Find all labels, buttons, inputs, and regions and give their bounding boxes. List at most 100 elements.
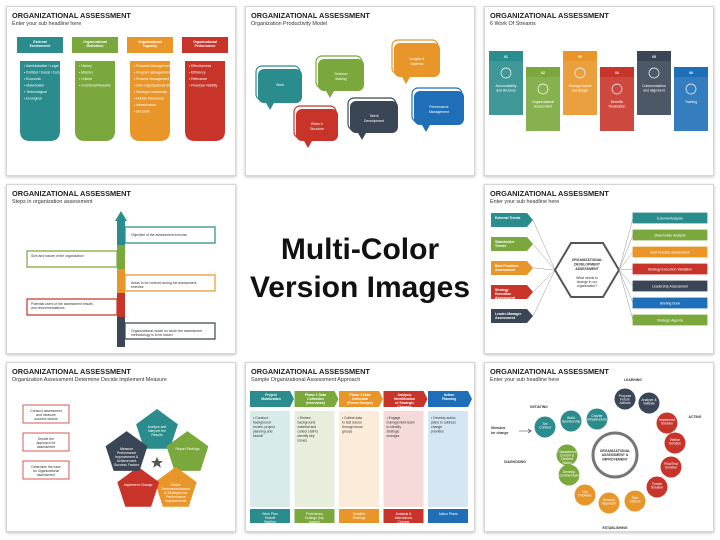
- column-header: [182, 37, 228, 53]
- stage-label: INITIATING: [530, 405, 548, 409]
- column-item: • Political / Social / Cultural: [24, 71, 65, 75]
- cycle-node: [660, 456, 682, 478]
- slide-title: ORGANIZATIONAL ASSESSMENT: [251, 367, 370, 376]
- step-box: [124, 226, 216, 244]
- star-icon: [151, 457, 163, 468]
- left-arrow: [491, 309, 533, 323]
- stage-label: ACTING: [689, 415, 702, 419]
- connector: [618, 269, 634, 287]
- column-item: • Effectiveness: [189, 64, 212, 68]
- column-item: • Relevance: [189, 77, 207, 81]
- step-label: Organizational model on which the assess…: [131, 329, 202, 337]
- stream-tab: [637, 51, 671, 61]
- right-label: External Analysis: [657, 217, 683, 221]
- slide-subtitle: Enter your sub headline here: [490, 377, 560, 383]
- stream-body: [526, 77, 560, 131]
- stream-tab: [526, 67, 560, 77]
- column-body: [130, 61, 170, 141]
- column-item: • Strategic Leadership: [134, 90, 167, 94]
- phase-body: [294, 411, 335, 507]
- stream-number: 03: [578, 55, 582, 59]
- phase-footer: [250, 509, 290, 523]
- caption-line-2: Version Images: [249, 271, 471, 304]
- stream-number: 04: [615, 71, 619, 75]
- slide-thumb-phases[interactable]: ORGANIZATIONAL ASSESSMENT Sample Organiz…: [245, 362, 475, 532]
- stream-body: [600, 77, 634, 131]
- slide-title: ORGANIZATIONAL ASSESSMENT: [12, 189, 131, 198]
- cycle-node-label: Analyze &Validate: [641, 398, 657, 406]
- cycle-node: [586, 408, 608, 430]
- steps-diagram: Objective of the assessment exerciseSize…: [26, 211, 216, 347]
- right-label: Briefing Book: [660, 302, 680, 306]
- left-arrow: [491, 285, 533, 299]
- stream-tab: [563, 51, 597, 61]
- column-item: • Financial Management: [134, 64, 170, 68]
- column-item: • Program Management: [134, 71, 170, 75]
- slide-thumb-bubbles[interactable]: ORGANIZATIONAL ASSESSMENT Organization P…: [245, 6, 475, 176]
- slide-thumb-cycle[interactable]: ORGANIZATIONAL ASSESSMENT Enter your sub…: [484, 362, 714, 532]
- phase-footer: [294, 509, 335, 523]
- pentagon: [117, 466, 160, 507]
- stream-number: 06: [689, 71, 693, 75]
- right-box-fill: [633, 264, 707, 274]
- slide-subtitle: Steps in organization assessment: [12, 199, 93, 205]
- column-body: [75, 61, 115, 141]
- connector: [618, 268, 634, 271]
- left-arrow: [491, 213, 533, 227]
- slide-thumb-columns[interactable]: ORGANIZATIONAL ASSESSMENT Enter your sub…: [6, 6, 236, 176]
- slide-thumb-pentagons[interactable]: ORGANIZATIONAL ASSESSMENT Organization A…: [6, 362, 236, 532]
- hub-circle: [591, 431, 639, 479]
- stream-tab: [674, 67, 708, 77]
- bubble: [394, 43, 440, 77]
- stream-icon: [537, 83, 549, 95]
- phase-body: [339, 411, 379, 507]
- stream-icon: [685, 83, 697, 95]
- stream-label: Training: [685, 100, 697, 104]
- cycle-node: [560, 410, 582, 432]
- connector: [532, 269, 556, 293]
- left-label: External Trends: [495, 216, 521, 220]
- slide-title: ORGANIZATIONAL ASSESSMENT: [490, 189, 609, 198]
- column-item: • Economic: [24, 77, 41, 81]
- right-label: Strategic Agenda: [657, 319, 683, 323]
- slide-thumb-hexagon[interactable]: ORGANIZATIONAL ASSESSMENT Enter your sub…: [484, 184, 714, 354]
- column-item: • Efficiency: [189, 71, 206, 75]
- column-header: [127, 37, 173, 53]
- connector: [532, 219, 556, 271]
- phase-body: [250, 411, 290, 507]
- step-box: [22, 404, 70, 424]
- column-item: • Human Resources: [134, 97, 165, 101]
- cycle-node: [598, 492, 620, 514]
- stream-body: [489, 61, 523, 115]
- column-item: • Ecological: [24, 97, 42, 101]
- right-label: Best Practice Assessment: [650, 251, 689, 255]
- pentagon: [105, 431, 148, 471]
- slide-thumb-steps[interactable]: ORGANIZATIONAL ASSESSMENT Steps in organ…: [6, 184, 236, 354]
- slide-thumb-streams[interactable]: ORGANIZATIONAL ASSESSMENT 6 Work Of Stre…: [484, 6, 714, 176]
